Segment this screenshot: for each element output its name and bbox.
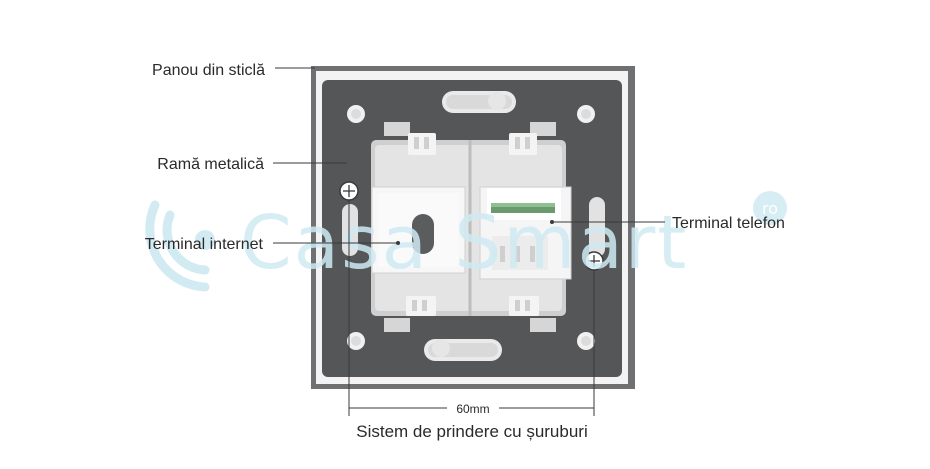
mounting-system-label: Sistem de prindere cu șuruburi [356,422,588,441]
bottom-slot [424,339,502,361]
bottom-clips [384,318,556,332]
left-screw-icon [339,181,359,201]
watermark-badge [753,191,787,225]
metal-frame-label: Ramă metalică [157,156,264,173]
internet-terminal-label: Terminal internet [145,236,264,253]
upper-latches [408,133,537,155]
watermark-logo-icon [145,200,215,292]
internet-module [371,186,466,274]
corner-holes [347,105,595,350]
watermark-badge-text: ro [762,199,778,218]
right-side-slot [589,197,605,257]
phone-terminal-label: Terminal telefon [672,215,785,232]
dimension-label: 60mm [456,402,489,416]
dimension-line [348,200,595,416]
phone-module [479,186,572,280]
top-slot [442,91,516,113]
top-clips [384,122,556,136]
lower-latches [406,296,539,316]
glass-panel-label: Panou din sticlă [152,62,265,79]
